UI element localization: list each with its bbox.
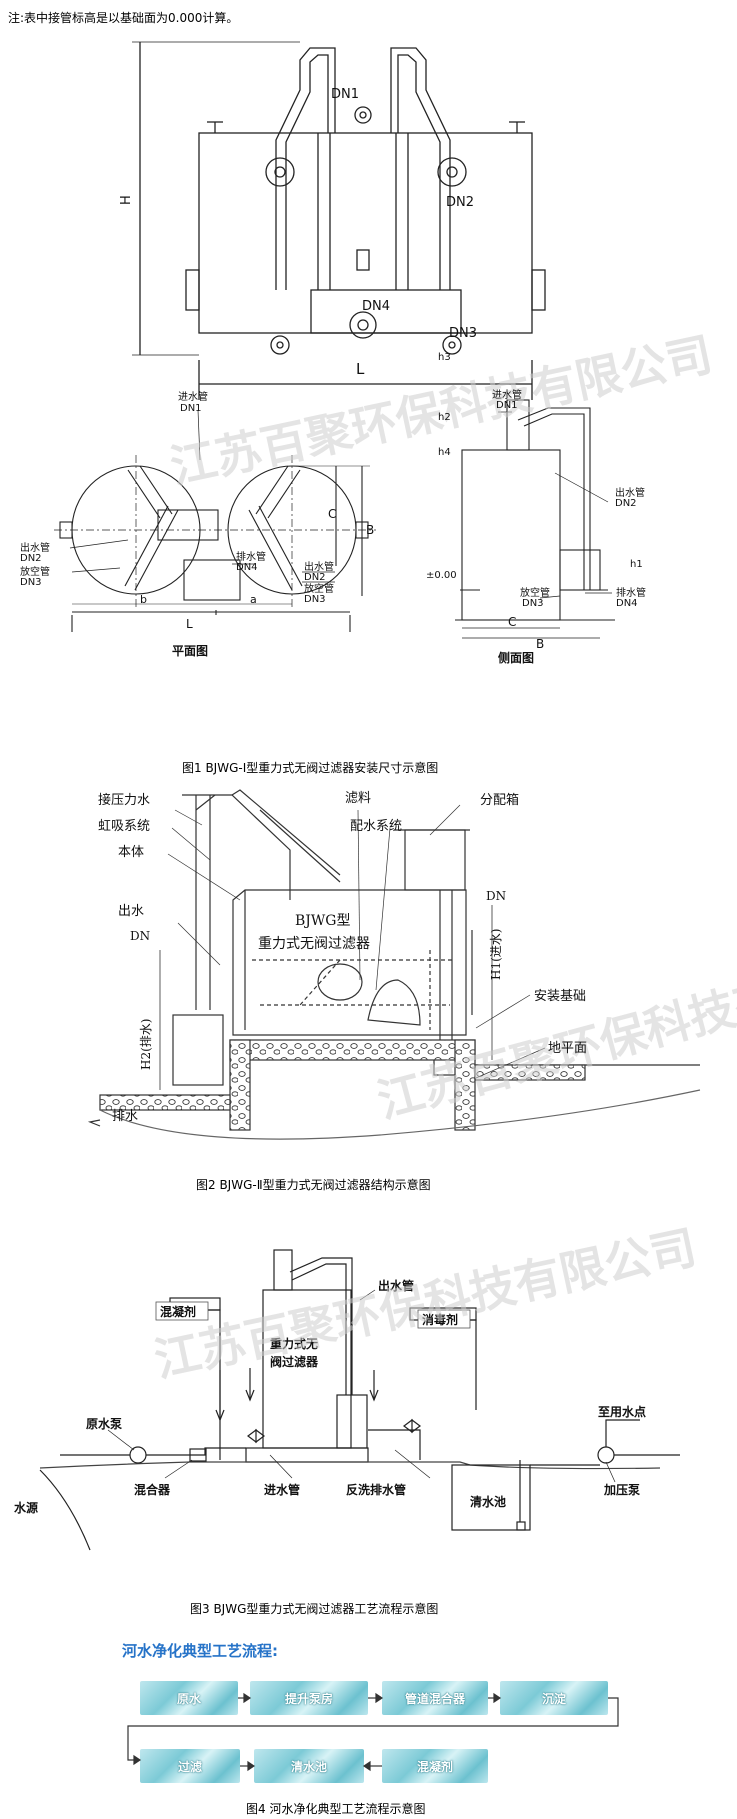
fig1-side-h2: h2 xyxy=(438,412,451,423)
fig2-label-dn-left: DN xyxy=(130,929,150,943)
fig1-plan-vent-r: 放空管 xyxy=(304,582,334,595)
fig1-plan-b: B xyxy=(366,523,374,537)
fig1-front-h: H xyxy=(119,195,134,205)
fig2-structure-diagram: 江苏百聚环保科技有限公司 接压力水 虹吸系统 本体 出水 DN 滤料 配水系统 … xyxy=(87,789,737,1140)
fig2-label-pressure: 接压力水 xyxy=(98,792,150,808)
fig1-side-drain: 排水管 xyxy=(616,586,646,599)
fig1-plan-side-view: 江苏百聚环保科技有限公司 进水管 DN1 出水管 DN2 放空管 DN3 排水管… xyxy=(20,327,717,665)
fig1-side-h4: h4 xyxy=(438,447,451,458)
fig3-disinfectant: 消毒剂 xyxy=(422,1312,458,1327)
note-text: 注:表中接管标高是以基础面为0.000计算。 xyxy=(8,11,239,25)
fig1-side-b: B xyxy=(536,637,544,651)
fig2-label-body: 本体 xyxy=(118,845,144,860)
fig1-front-l: L xyxy=(356,360,365,378)
fig3-mixer: 混合器 xyxy=(134,1482,171,1497)
fig4-title: 河水净化典型工艺流程: xyxy=(122,1642,278,1660)
fig1-side-title: 侧面图 xyxy=(498,650,534,665)
watermark-2: 江苏百聚环保科技有限公司 xyxy=(372,933,737,1128)
fig3-outlet: 出水管 xyxy=(378,1278,414,1293)
fig3-source: 水源 xyxy=(14,1500,38,1515)
fig4-step-sedimentation: 沉淀 xyxy=(500,1681,608,1715)
fig1-front-dn2: DN2 xyxy=(446,195,474,210)
fig2-label-drain: 排水 xyxy=(112,1109,138,1124)
fig2-label-ground: 地平面 xyxy=(548,1041,587,1056)
fig2-label-foundation: 安装基础 xyxy=(534,989,586,1004)
fig2-label-h2: H2(排水) xyxy=(139,1019,153,1070)
fig2-caption: 图2 BJWG-Ⅱ型重力式无阀过滤器结构示意图 xyxy=(196,1178,431,1192)
fig1-plan-l: L xyxy=(186,617,193,631)
fig3-boost-pump: 加压泵 xyxy=(603,1482,640,1497)
fig3-filter-line1: 重力式无 xyxy=(270,1336,318,1351)
fig1-plan-inlet: 进水管 xyxy=(178,390,208,403)
fig1-plan-title: 平面图 xyxy=(172,644,208,658)
fig4-step-pipe-mixer: 管道混合器 xyxy=(382,1681,488,1715)
fig4-step-lift-pump: 提升泵房 xyxy=(250,1681,368,1715)
fig1-side-inlet: 进水管 xyxy=(492,388,522,401)
fig2-label-dn-right: DN xyxy=(486,889,506,903)
fig1-side-h3: h3 xyxy=(438,352,451,363)
fig1-plan-inlet-dn: DN1 xyxy=(180,403,202,414)
fig3-clear-tank: 清水池 xyxy=(470,1494,506,1509)
fig1-plan-outlet-r: 出水管 xyxy=(304,560,334,573)
fig1-front-view: DN1 DN2 DN3 DN4 H L xyxy=(119,41,546,400)
fig1-side-vent: 放空管 xyxy=(520,586,550,599)
fig4-step-raw-water: 原水 xyxy=(140,1681,238,1715)
fig3-caption: 图3 BJWG型重力式无阀过滤器工艺流程示意图 xyxy=(190,1602,439,1616)
fig1-side-outlet-dn: DN2 xyxy=(615,498,637,509)
fig1-side-c: C xyxy=(508,615,516,629)
fig1-side-inlet-dn: DN1 xyxy=(496,400,518,411)
fig2-label-media: 滤料 xyxy=(345,791,371,806)
fig2-body-model: BJWG型 xyxy=(295,913,350,929)
fig4-step-filtration: 过滤 xyxy=(140,1749,240,1783)
fig1-plan-outlet: 出水管 xyxy=(20,541,50,554)
fig1-plan-bb: b xyxy=(140,593,147,606)
fig3-inlet: 进水管 xyxy=(264,1482,300,1497)
fig3-process-diagram: 混凝剂 消毒剂 出水管 重力式无 阀过滤器 原水泵 水源 混合器 进水管 反洗排… xyxy=(14,1249,680,1551)
fig2-label-h1: H1(进水) xyxy=(489,929,503,980)
fig1-side-h1r: h1 xyxy=(630,559,643,570)
fig2-label-outlet: 出水 xyxy=(118,904,144,919)
fig1-plan-a: a xyxy=(250,593,257,606)
fig3-filter-line2: 阀过滤器 xyxy=(270,1354,319,1369)
fig1-side-zero: ±0.00 xyxy=(426,570,457,581)
fig4-step-clear-tank: 清水池 xyxy=(254,1749,364,1783)
fig4-caption: 图4 河水净化典型工艺流程示意图 xyxy=(246,1802,426,1816)
fig1-plan-vent-dn: DN3 xyxy=(20,577,42,588)
fig1-side-outlet: 出水管 xyxy=(615,486,645,499)
fig1-plan-drain-dn: DN4 xyxy=(236,562,258,573)
fig3-raw-pump: 原水泵 xyxy=(86,1416,122,1431)
fig1-front-dn1: DN1 xyxy=(331,87,359,102)
fig1-plan-vent-r-dn: DN3 xyxy=(304,594,326,605)
fig1-plan-drain: 排水管 xyxy=(236,550,266,563)
fig4-step-coagulant: 混凝剂 xyxy=(382,1749,488,1783)
fig2-body-name: 重力式无阀过滤器 xyxy=(258,936,370,952)
fig1-front-dn3: DN3 xyxy=(449,326,477,341)
fig1-plan-outlet-dn: DN2 xyxy=(20,553,42,564)
fig3-backwash: 反洗排水管 xyxy=(346,1482,406,1497)
fig2-label-distribution: 配水系统 xyxy=(350,819,402,834)
fig1-side-vent-dn: DN3 xyxy=(522,598,544,609)
fig1-side-drain-dn: DN4 xyxy=(616,598,638,609)
fig2-label-siphon: 虹吸系统 xyxy=(98,819,150,834)
fig3-coagulant: 混凝剂 xyxy=(160,1304,196,1319)
fig4-flow-arrows xyxy=(127,1692,619,1772)
fig1-caption: 图1 BJWG-Ⅰ型重力式无阀过滤器安装尺寸示意图 xyxy=(182,761,439,775)
fig3-use-point: 至用水点 xyxy=(598,1404,646,1419)
fig1-plan-vent: 放空管 xyxy=(20,565,50,578)
fig1-plan-c: C xyxy=(328,507,336,521)
fig2-label-box: 分配箱 xyxy=(480,792,519,808)
fig1-front-dn4: DN4 xyxy=(362,299,390,314)
fig1-plan-outlet-r-dn: DN2 xyxy=(304,572,326,583)
